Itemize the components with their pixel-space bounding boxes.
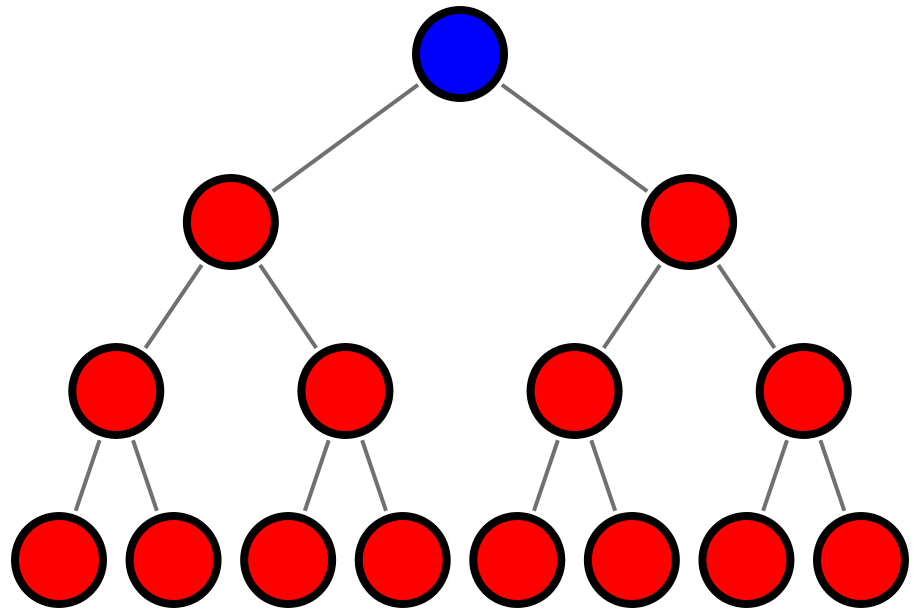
tree-edges	[73, 83, 847, 512]
tree-node-l1-0	[182, 174, 279, 270]
tree-node-l3-3	[354, 512, 451, 608]
tree-edge-l2-0-to-l3-1	[131, 439, 159, 512]
tree-node-l3-7	[813, 512, 909, 608]
tree-node-l3-4	[469, 512, 566, 608]
tree-edge-l2-2-to-l3-4	[532, 439, 560, 512]
tree-edge-l0-0-to-l1-1	[500, 83, 649, 193]
tree-node-l3-0	[11, 512, 107, 608]
tree-edge-l1-0-to-l2-1	[258, 263, 318, 350]
tree-node-l3-5	[583, 512, 680, 608]
tree-root-node	[412, 6, 508, 102]
tree-node-l2-0	[68, 343, 165, 439]
tree-nodes	[11, 6, 909, 608]
tree-node-l2-3	[755, 343, 852, 439]
tree-edge-l2-0-to-l3-0	[73, 439, 102, 512]
tree-edge-l0-0-to-l1-0	[271, 83, 420, 193]
tree-edge-l1-1-to-l2-2	[602, 263, 662, 350]
tree-node-l1-1	[641, 174, 738, 270]
tree-edge-l2-2-to-l3-5	[589, 439, 618, 512]
tree-edge-l2-1-to-l3-2	[302, 439, 331, 512]
tree-node-l2-2	[526, 343, 623, 439]
tree-node-l3-1	[125, 512, 222, 608]
tree-edge-l2-1-to-l3-3	[360, 439, 388, 512]
tree-edge-l2-3-to-l3-7	[818, 439, 847, 512]
tree-edge-l1-0-to-l2-0	[143, 263, 204, 350]
tree-node-l3-6	[698, 512, 795, 608]
tree-node-l3-2	[240, 512, 337, 608]
tree-edge-l2-3-to-l3-6	[761, 439, 789, 512]
tree-node-l2-1	[297, 343, 394, 439]
tree-edge-l1-1-to-l2-3	[716, 263, 777, 350]
